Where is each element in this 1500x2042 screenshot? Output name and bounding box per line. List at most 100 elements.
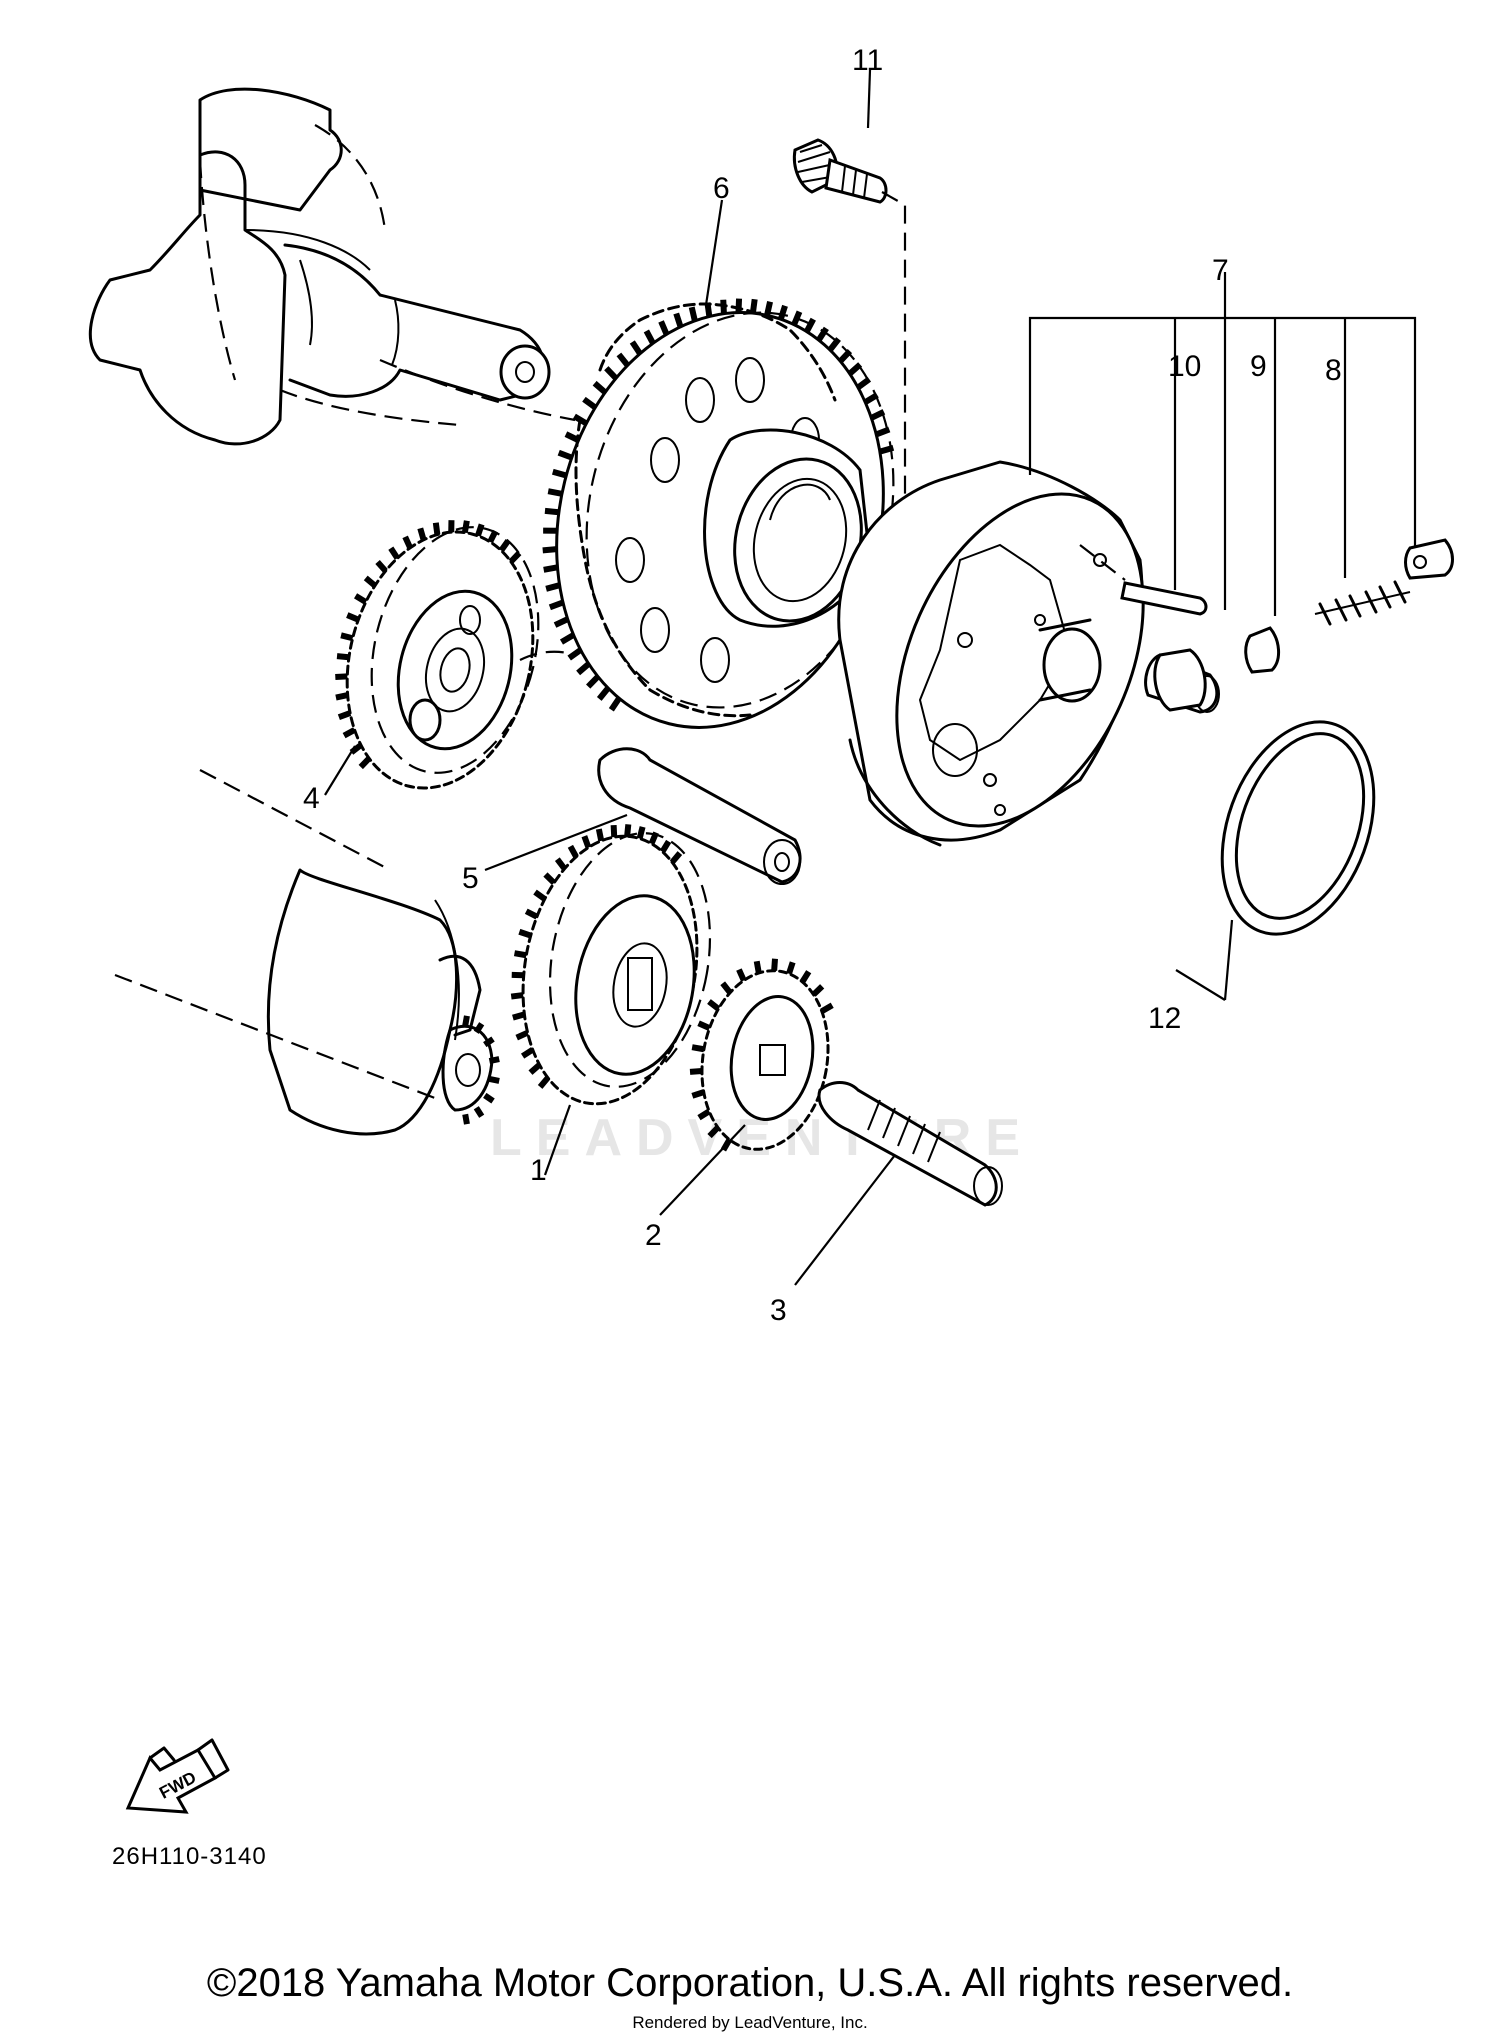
gear-4-teeth-tooth (342, 727, 357, 739)
gear-6-teeth-tooth (804, 317, 816, 333)
reference-code: 26H110-3140 (112, 1843, 267, 1870)
gear-6-teeth-tooth (548, 599, 565, 611)
gear-6-teeth-tooth (576, 661, 591, 676)
gear-4-teeth-tooth (337, 710, 352, 721)
gear-2-teeth-tooth (786, 961, 796, 975)
gear-1-teeth-tooth (567, 844, 579, 859)
gear-4-teeth-tooth (432, 522, 441, 536)
copyright-notice: ©2018 Yamaha Motor Corporation, U.S.A. A… (206, 1961, 1294, 2005)
gear-6-teeth-tooth (572, 413, 588, 427)
callout-11: 11 (852, 44, 883, 77)
gear-6-teeth-tooth (604, 366, 619, 381)
gear-2-teeth-tooth (811, 984, 825, 997)
gear-6-teeth-tooth (643, 329, 656, 345)
part-7-starter-clutch (837, 272, 1417, 847)
gear-6-teeth-tooth (557, 449, 573, 461)
gear-1-teeth-tooth (513, 950, 527, 959)
crankshaft-illustration (89, 87, 576, 446)
gear-1-teeth-tooth (636, 826, 646, 840)
gear-1-teeth-tooth (648, 831, 659, 845)
callout-8: 8 (1325, 354, 1342, 387)
gear-1-teeth (510, 824, 683, 1089)
gear-2-teeth-tooth (689, 1068, 703, 1075)
gear-6-teeth-tooth (553, 616, 569, 628)
motor-pinion-teeth-tooth (473, 1106, 485, 1118)
gear-1-teeth-tooth (528, 1062, 542, 1075)
callout-1: 1 (530, 1154, 547, 1187)
callout-9: 9 (1250, 350, 1267, 383)
gear-6-teeth-tooth (586, 674, 601, 689)
gear-4-teeth-tooth (363, 575, 377, 588)
gear-1-teeth-tooth (510, 992, 524, 1000)
callout-4: 4 (303, 782, 320, 815)
gear-2-teeth-tooth (691, 1089, 705, 1099)
callout-2: 2 (645, 1219, 662, 1252)
gear-6-teeth-tooth (875, 426, 891, 438)
gear-6-teeth-tooth (616, 352, 630, 368)
callout-7: 7 (1212, 254, 1229, 287)
motor-pinion-teeth-tooth (483, 1092, 495, 1104)
gear-1-teeth-tooth (520, 1047, 535, 1059)
gear-1-teeth-tooth (610, 824, 618, 838)
gear-4-teeth-tooth (402, 535, 413, 550)
gear-4-teeth (335, 520, 522, 770)
gear-1-teeth-tooth (581, 835, 592, 849)
gear-6-teeth-tooth (567, 647, 583, 661)
gear-6-teeth-tooth (863, 392, 879, 405)
callout-labels: 1 2 3 4 5 6 7 8 9 10 11 12 (303, 44, 1342, 1327)
gear-4-teeth-tooth (335, 673, 348, 681)
gear-6-teeth-tooth (542, 546, 557, 554)
gear-6-teeth-tooth (564, 431, 580, 443)
callout-10: 10 (1168, 350, 1201, 383)
gear-2-teeth-tooth (753, 960, 762, 974)
gear-4-teeth-tooth (340, 632, 354, 642)
gear-1-teeth-tooth (537, 1075, 551, 1089)
callout-12: 12 (1148, 1002, 1181, 1035)
part-11-bolt (792, 69, 931, 521)
gear-6-teeth-tooth (749, 298, 758, 314)
gear-6-teeth-tooth (827, 337, 841, 352)
part-3-splined-shaft (794, 1081, 1003, 1286)
gear-6-teeth-tooth (547, 488, 563, 497)
gear-2-teeth-tooth (697, 1020, 711, 1031)
gear-2-teeth-tooth (720, 1138, 733, 1152)
part-8-spring (1314, 580, 1411, 626)
gear-6-teeth-tooth (544, 507, 560, 516)
gear-6-teeth-tooth (688, 306, 698, 322)
motor-pinion-teeth-tooth (462, 1015, 470, 1027)
motor-pinion-teeth (462, 1015, 500, 1125)
gear-6-teeth-tooth (592, 380, 608, 395)
gear-4-teeth-tooth (346, 612, 360, 623)
starter-motor-illustration (114, 769, 494, 1136)
gear-6-teeth-tooth (673, 312, 684, 328)
gear-1-teeth-tooth (524, 908, 539, 920)
gear-6-teeth-tooth (629, 340, 643, 356)
part-1-gear (521, 832, 712, 1176)
motor-pinion-teeth-tooth (488, 1075, 500, 1084)
gear-1-teeth-tooth (554, 857, 567, 871)
gear-1-teeth-tooth (518, 928, 532, 939)
gear-6-teeth-tooth (847, 362, 863, 377)
gear-1-teeth-tooth (515, 1029, 529, 1041)
motor-pinion-teeth-tooth (462, 1113, 470, 1125)
gear-2-teeth-tooth (771, 958, 778, 971)
gear-6-teeth-tooth (582, 396, 598, 410)
gear-6-teeth (542, 298, 895, 712)
gear-4-teeth-tooth (375, 560, 388, 573)
gear-2-teeth-tooth (697, 1108, 711, 1121)
gear-6-teeth-tooth (777, 304, 788, 321)
gear-4-teeth-tooth (487, 529, 499, 544)
gear-6-teeth-tooth (838, 349, 853, 364)
gear-4-teeth-tooth (461, 520, 470, 534)
gear-1-teeth-tooth (669, 851, 683, 865)
gear-6-teeth-tooth (870, 409, 886, 421)
gear-2-teeth-tooth (707, 999, 721, 1012)
gear-4-teeth-tooth (508, 550, 522, 564)
gear-6-teeth-tooth (658, 320, 670, 336)
gear-6-teeth-tooth (879, 444, 895, 455)
part-plunger (1244, 538, 1454, 674)
part-4-idle-gear (324, 526, 576, 796)
gear-4-teeth-tooth (475, 523, 485, 537)
callout-6: 6 (713, 172, 730, 205)
